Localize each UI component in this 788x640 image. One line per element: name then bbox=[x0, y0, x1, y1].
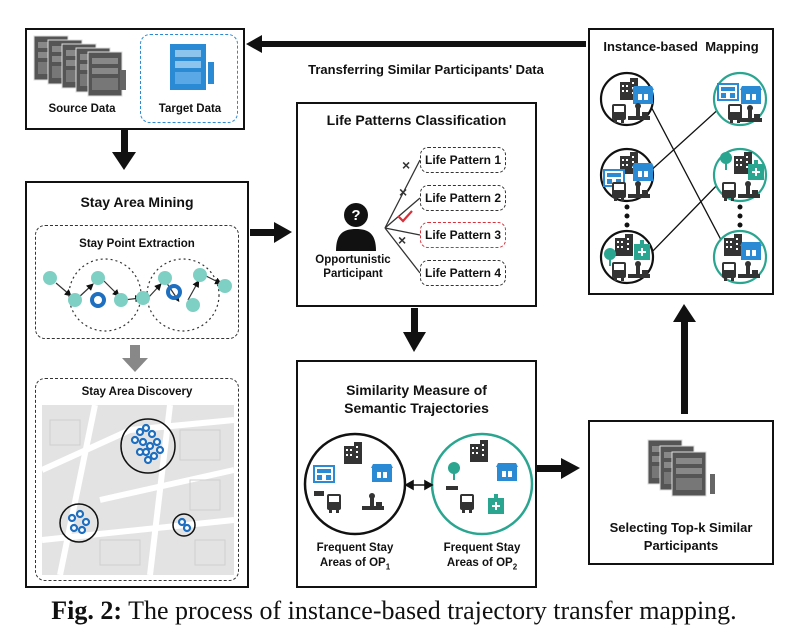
similarity-box bbox=[296, 360, 537, 588]
stay-area-mining-box bbox=[25, 181, 249, 588]
reject-mark-1: × bbox=[402, 157, 410, 173]
life-patterns-title: Life Patterns Classification bbox=[326, 112, 507, 128]
stay-area-discovery-frame bbox=[35, 378, 239, 581]
source-data-label: Source Data bbox=[48, 103, 116, 115]
participant-label-line-2: Participant bbox=[323, 268, 383, 280]
top-k-participants-icon bbox=[647, 439, 715, 497]
participant-label-line-1: Opportunistic bbox=[315, 254, 391, 266]
op2-stay-areas-icon bbox=[430, 432, 534, 536]
target-data-frame bbox=[140, 34, 238, 123]
stay-area-mining-title: Stay Area Mining bbox=[80, 194, 194, 210]
stay-area-discovery-title: Stay Area Discovery bbox=[81, 386, 193, 398]
accept-check-icon bbox=[397, 210, 413, 223]
selecting-top-k-box bbox=[588, 420, 774, 565]
op1-stay-areas-icon bbox=[303, 432, 407, 536]
pattern-marks: × × × bbox=[397, 157, 413, 248]
target-data-label: Target Data bbox=[158, 103, 222, 115]
stay-point-extraction-frame bbox=[35, 225, 239, 339]
stay-area-map bbox=[40, 404, 235, 576]
life-pattern-1: Life Pattern 1 bbox=[420, 147, 506, 173]
flow-arrows bbox=[112, 35, 696, 479]
transfer-label: Transferring Similar Participants' Data bbox=[308, 62, 544, 77]
source-data-icon bbox=[33, 35, 126, 97]
reject-mark-4: × bbox=[398, 232, 406, 248]
similarity-double-arrow bbox=[404, 479, 434, 491]
op1-label-line-1: Frequent Stay bbox=[316, 542, 394, 554]
similarity-title-line-1: Similarity Measure of bbox=[346, 382, 487, 398]
selecting-title-line-1: Selecting Top-k Similar bbox=[609, 520, 753, 535]
data-source-box bbox=[25, 28, 245, 130]
mapping-links bbox=[646, 98, 731, 258]
stay-point-extraction-title: Stay Point Extraction bbox=[79, 238, 195, 250]
op2-label-line-1: Frequent Stay bbox=[443, 542, 521, 554]
life-pattern-3: Life Pattern 3 bbox=[420, 222, 506, 248]
similarity-title-line-2: Semantic Trajectories bbox=[344, 400, 489, 416]
pattern-branches bbox=[384, 159, 421, 274]
figure-caption: Fig. 2: The process of instance-based tr… bbox=[51, 596, 737, 625]
selecting-title-line-2: Participants bbox=[643, 538, 719, 553]
life-pattern-2: Life Pattern 2 bbox=[420, 185, 506, 211]
target-data-icon bbox=[170, 44, 214, 90]
reject-mark-2: × bbox=[399, 184, 407, 200]
life-patterns-box bbox=[296, 102, 537, 307]
instance-mapping-box bbox=[588, 28, 774, 295]
mapping-left-nodes bbox=[599, 71, 655, 285]
extraction-to-discovery-arrow bbox=[122, 345, 148, 372]
mapping-right-nodes bbox=[712, 71, 768, 285]
stay-point-extraction-graphic bbox=[43, 258, 232, 332]
life-pattern-4: Life Pattern 4 bbox=[420, 260, 506, 286]
op2-label-line-2: Areas of OP2 bbox=[446, 557, 518, 572]
instance-mapping-title: Instance-based Mapping bbox=[603, 39, 759, 54]
op1-label-line-2: Areas of OP1 bbox=[319, 557, 391, 572]
